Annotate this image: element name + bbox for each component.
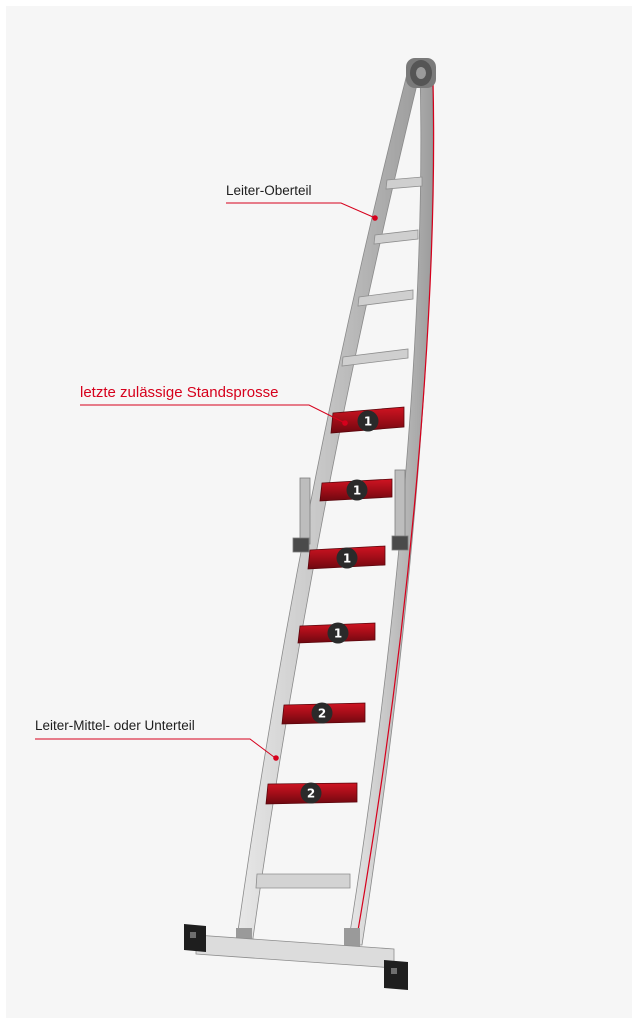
label-upper-part: Leiter-Oberteil xyxy=(226,183,312,199)
badge-1-d: 1 xyxy=(328,623,349,644)
foot-cap-icon xyxy=(184,924,206,952)
foot-beam xyxy=(196,928,394,968)
label-middle-lower-part: Leiter-Mittel- oder Unterteil xyxy=(35,718,195,734)
foot-cap-icon xyxy=(384,960,408,990)
top-roller-icon xyxy=(406,58,436,88)
badge-2-b: 2 xyxy=(301,783,322,804)
svg-text:2: 2 xyxy=(307,787,315,801)
svg-text:1: 1 xyxy=(364,415,372,429)
svg-text:2: 2 xyxy=(318,707,326,721)
right-stile xyxy=(348,72,433,945)
svg-text:1: 1 xyxy=(353,484,361,498)
callout-line-standing xyxy=(80,405,343,422)
bottom-rung xyxy=(256,874,350,888)
svg-text:1: 1 xyxy=(334,627,342,641)
badge-1-b: 1 xyxy=(347,480,368,501)
callout-line-middle xyxy=(35,739,274,757)
badge-2-a: 2 xyxy=(312,703,333,724)
left-stile xyxy=(236,70,420,945)
label-last-standing-rung: letzte zulässige Standsprosse xyxy=(80,385,278,401)
badge-1-c: 1 xyxy=(337,548,358,569)
svg-text:1: 1 xyxy=(343,552,351,566)
callout-line-upper xyxy=(226,203,373,217)
badge-1-a: 1 xyxy=(358,411,379,432)
